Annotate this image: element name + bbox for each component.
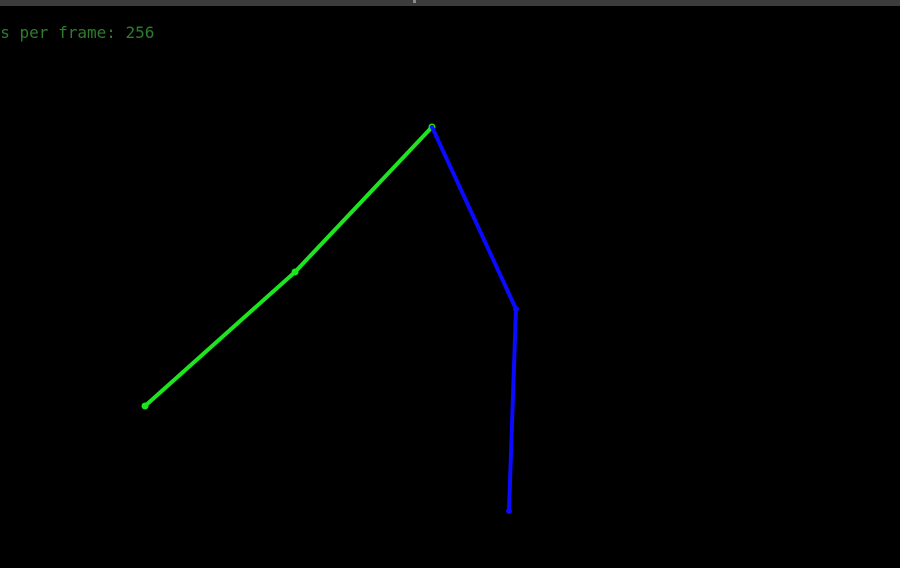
window-titlebar-strip — [0, 0, 900, 6]
steps-per-frame-label: eps per frame: 256 — [0, 23, 155, 42]
titlebar-notch-icon — [413, 0, 416, 3]
blue-chain-joint-end — [506, 508, 512, 514]
green-chain — [141, 123, 436, 410]
blue-chain-segment-1 — [430, 125, 518, 311]
blue-chain-joint-middle — [513, 306, 519, 312]
blue-chain — [430, 125, 519, 514]
green-chain-joint-end — [141, 402, 149, 410]
green-chain-segment-1 — [143, 270, 297, 408]
green-chain-segment-2 — [293, 125, 434, 274]
green-chain-joint-middle — [291, 268, 299, 276]
blue-chain-segment-2 — [507, 307, 518, 513]
